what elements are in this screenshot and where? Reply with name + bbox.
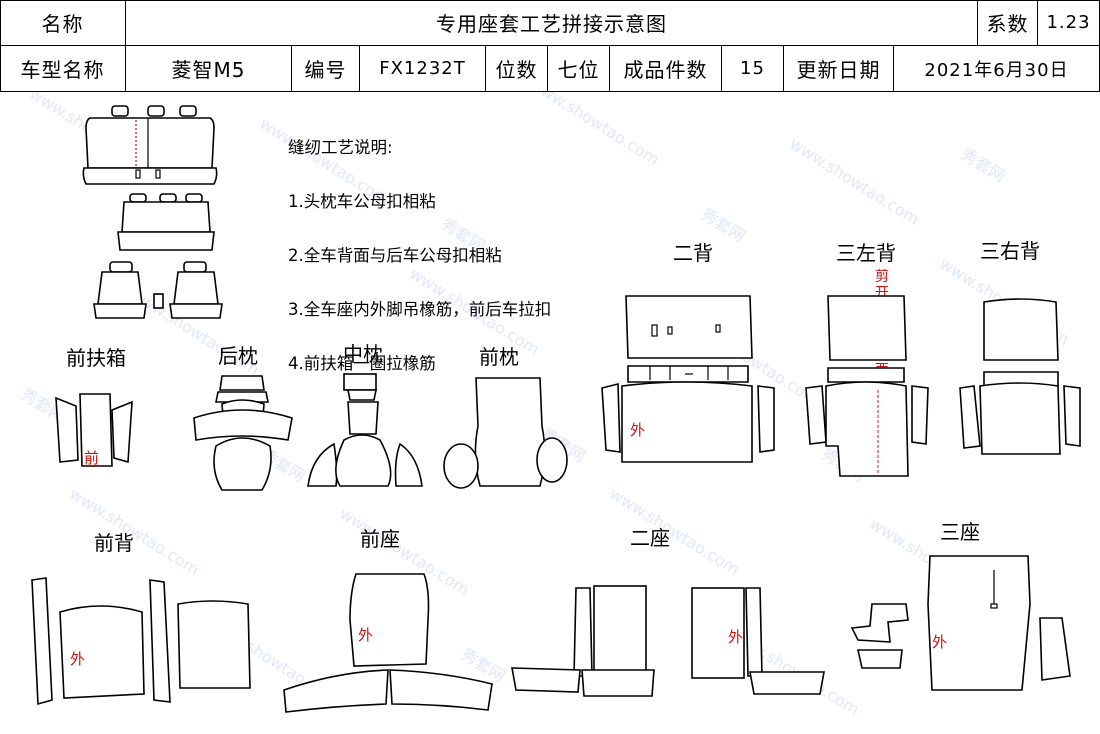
header-table: 名称 专用座套工艺拼接示意图 系数 1.23 车型名称 菱智M5 编号 FX12… (0, 0, 1100, 92)
label-front-back: 前背 (94, 531, 134, 555)
model-value: 菱智M5 (126, 45, 292, 92)
date-label: 更新日期 (784, 45, 894, 92)
code-label: 编号 (292, 45, 360, 92)
car-overview (82, 105, 223, 319)
front-back-pattern (31, 577, 251, 706)
label-third-seat: 三座 (940, 520, 980, 544)
label-mid-pillow: 中枕 (343, 342, 383, 366)
pattern-drawing: 前 外 外 外 外 外 (31, 105, 1081, 713)
label-third-left-back: 三左背 (836, 241, 896, 265)
pieces-label: 成品件数 (610, 45, 722, 92)
label-second-seat: 二座 (630, 526, 670, 550)
model-label: 车型名称 (0, 45, 126, 92)
third-right-back-pattern (959, 298, 1081, 455)
mark-outer: 外 (358, 626, 373, 644)
front-pillow-pattern (443, 377, 568, 489)
rear-pillow-pattern (193, 375, 293, 491)
note-item: 4.前扶箱一圈拉橡筋 (288, 354, 436, 373)
mark-outer: 外 (630, 421, 645, 439)
label-front-pillow: 前枕 (479, 345, 519, 369)
sewing-notes: 缝纫工艺说明: 1.头枕车公母扣相粘 2.全车背面与后车公母扣相粘 3.全车座内… (288, 103, 551, 391)
mark-outer: 外 (728, 628, 743, 646)
mid-pillow-pattern (307, 373, 423, 487)
label-front-armrest: 前扶箱 (66, 346, 126, 370)
second-seat-pattern (511, 585, 825, 697)
diagram-title: 专用座套工艺拼接示意图 (126, 0, 978, 45)
code-value: FX1232T (360, 45, 486, 92)
note-item: 3.全车座内外脚吊橡筋，前后车拉扣 (288, 300, 552, 319)
seats-label: 位数 (486, 45, 548, 92)
second-back-pattern (601, 295, 775, 463)
front-seat-pattern (283, 573, 493, 713)
name-label: 名称 (0, 0, 126, 45)
seats-value: 七位 (548, 45, 610, 92)
coef-label: 系数 (978, 0, 1038, 45)
date-value: 2021年6月30日 (894, 45, 1100, 92)
label-rear-pillow: 后枕 (218, 344, 258, 368)
mark-outer: 外 (932, 633, 947, 651)
mark-front: 前 (84, 449, 99, 467)
pieces-value: 15 (722, 45, 784, 92)
label-second-back: 二背 (673, 241, 713, 265)
mark-outer: 外 (70, 650, 85, 668)
third-seat-pattern (850, 555, 1071, 691)
label-third-right-back: 三右背 (980, 239, 1040, 263)
front-armrest-pattern (55, 393, 133, 467)
label-front-seat: 前座 (360, 527, 400, 551)
coef-value: 1.23 (1038, 0, 1100, 45)
note-item: 2.全车背面与后车公母扣相粘 (288, 246, 502, 265)
third-left-back-pattern (805, 295, 929, 477)
notes-title: 缝纫工艺说明: (288, 138, 393, 157)
note-item: 1.头枕车公母扣相粘 (288, 192, 436, 211)
